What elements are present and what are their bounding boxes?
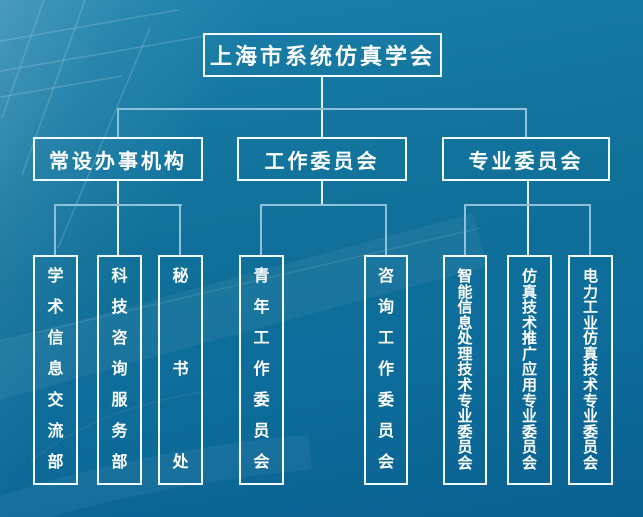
org-node-working-committees: 工作委员会 (237, 137, 407, 181)
connector-branch3-horizontal (464, 204, 591, 206)
org-node-secretariat: 秘书处 (158, 255, 203, 485)
connector-line (525, 110, 527, 137)
connector-line (385, 206, 387, 255)
connector-branch1-horizontal (54, 204, 182, 206)
connector-branch1-vertical (117, 181, 119, 255)
org-node-simulation-tech-promotion-committee: 仿真技术推广应用专业委员会 (507, 255, 552, 485)
connector-level1-horizontal (117, 108, 527, 110)
connector-line (179, 206, 181, 255)
org-node-intelligent-info-processing-committee: 智能信息处理技术专业委员会 (443, 255, 487, 485)
connector-root-vertical (321, 77, 323, 137)
org-node-academic-information-exchange-dept: 学术信息交流部 (33, 255, 78, 485)
connector-branch2-vertical (321, 181, 323, 206)
corner-grid-lines (0, 0, 206, 249)
org-node-consulting-working-committee: 咨询工作委员会 (364, 255, 408, 485)
connector-line (464, 206, 466, 255)
connector-line (117, 110, 119, 137)
org-node-permanent-offices: 常设办事机构 (33, 137, 203, 181)
connector-line (260, 206, 262, 255)
connector-branch2-horizontal (260, 204, 387, 206)
org-node-youth-working-committee: 青年工作委员会 (239, 255, 284, 485)
connector-line (54, 206, 56, 255)
connector-line (589, 206, 591, 255)
org-node-professional-committees: 专业委员会 (442, 137, 610, 181)
connector-branch3-vertical (527, 181, 529, 255)
org-node-root: 上海市系统仿真学会 (203, 33, 442, 77)
org-node-scitech-consulting-service-dept: 科技咨询服务部 (97, 255, 142, 485)
org-node-power-industry-simulation-committee: 电力工业仿真技术专业委员会 (568, 255, 613, 485)
